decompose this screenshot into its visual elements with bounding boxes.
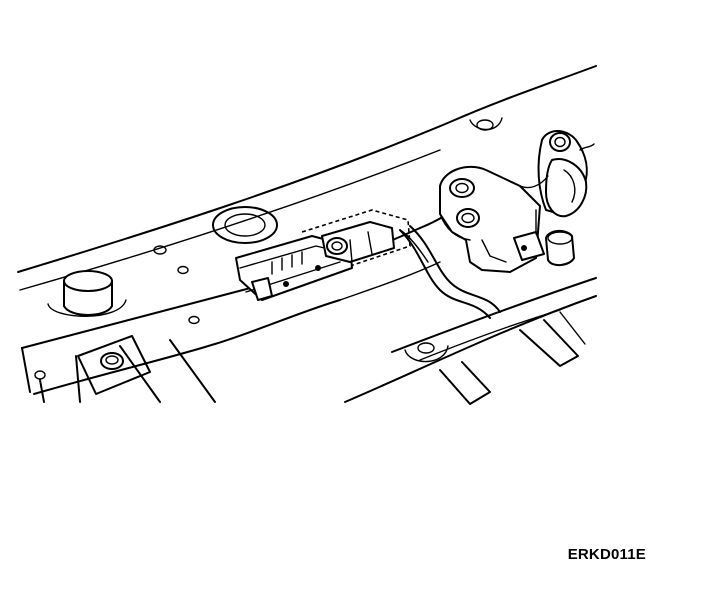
figure-code: ERKD011E — [567, 546, 646, 563]
frame-stubs — [439, 311, 586, 405]
round-pad — [212, 206, 278, 244]
round-plug — [47, 270, 127, 317]
frame-bolt-left — [77, 335, 151, 395]
beam-holes — [34, 117, 503, 380]
side-frame-rail — [39, 277, 597, 403]
latch-bracket — [439, 165, 541, 273]
latch-mechanism — [513, 130, 595, 266]
sensor-module — [235, 209, 411, 301]
wiring-harness — [399, 225, 501, 319]
